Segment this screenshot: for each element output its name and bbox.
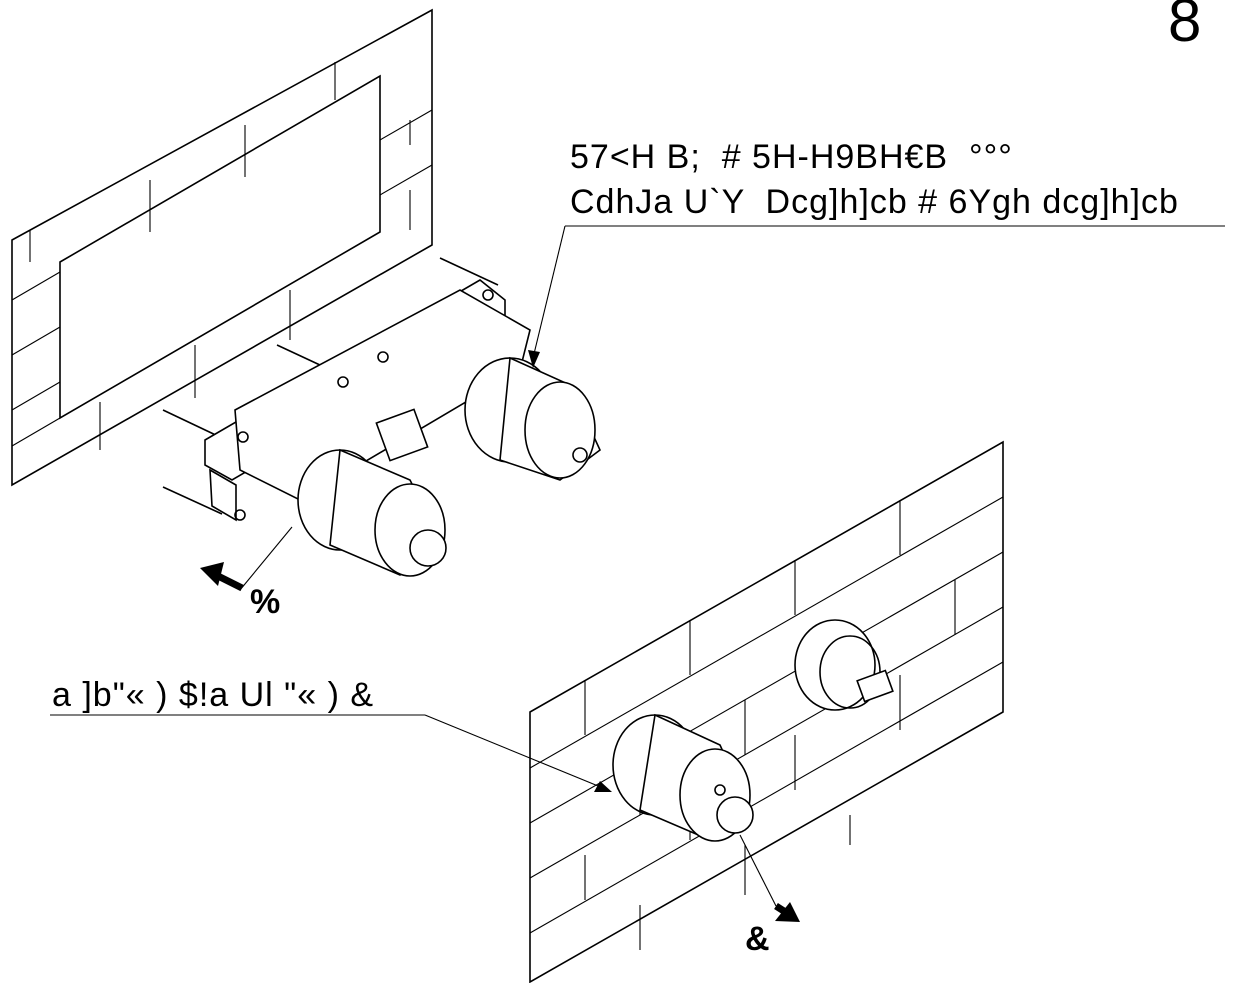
upper-wall <box>11 8 433 487</box>
valve-body <box>162 257 601 577</box>
step2-arrow <box>739 834 800 922</box>
page-number: 8 <box>1168 0 1202 54</box>
step2-label: & <box>745 920 770 958</box>
callout-top-line1: 57<H B; # 5H-H9BH€B °°° <box>570 138 1013 176</box>
callout-top-line2: CdhJa U`Y Dcg]h]cb # 6Ygh dcg]h]cb <box>570 183 1179 221</box>
wall-cartridges <box>612 619 894 842</box>
step1-label: % <box>250 583 281 621</box>
step1-arrow <box>200 526 293 592</box>
lower-wall <box>529 440 1004 983</box>
callout-left: a ]b"« ) $!a Ul "« ) & <box>52 676 375 714</box>
leader-lines <box>50 225 1225 792</box>
